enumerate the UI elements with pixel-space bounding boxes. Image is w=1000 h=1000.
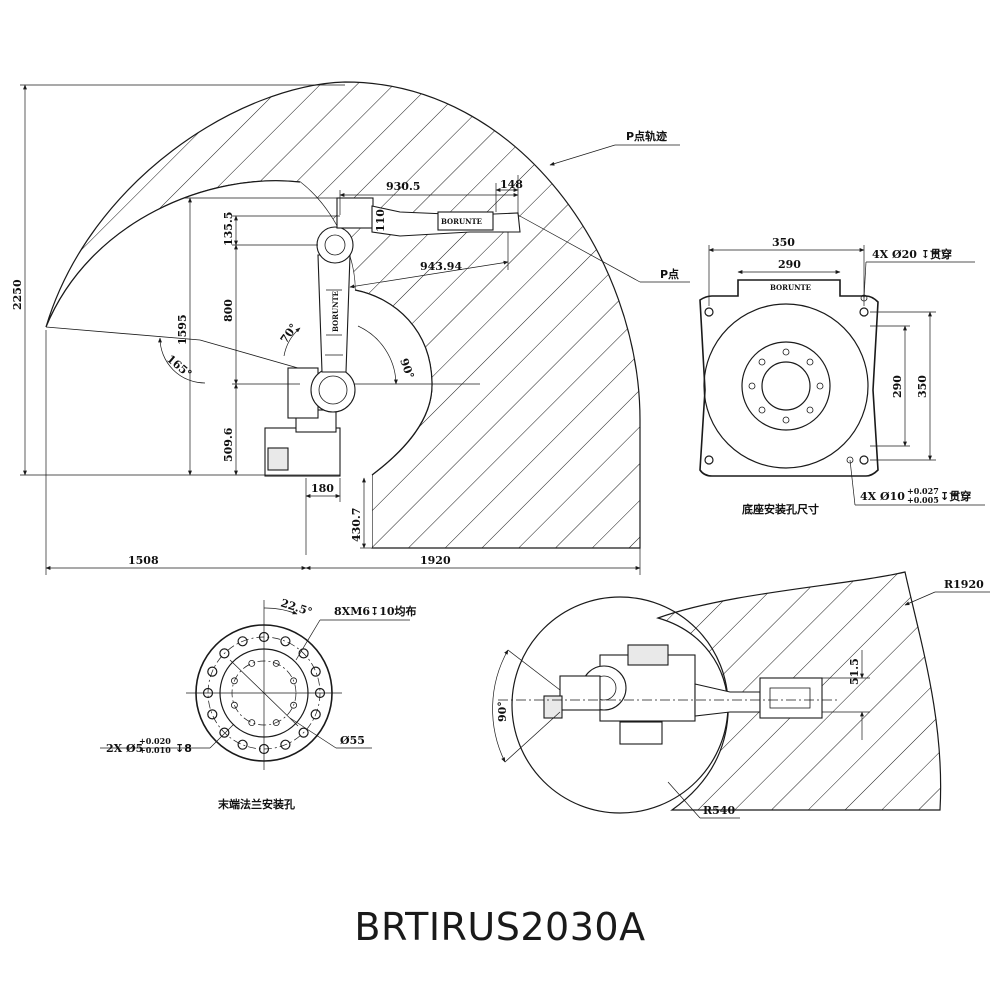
base-inner-width: 290 (778, 258, 801, 271)
model-title: BRTIRUS2030A (354, 905, 646, 949)
base-bolt-circle (748, 348, 824, 424)
base-holes-bottom: 4X Ø10 (860, 490, 905, 503)
flange-diameter: Ø55 (340, 734, 365, 747)
flange-outer-hole (237, 739, 248, 750)
top-inner-radius: R540 (703, 804, 735, 817)
p-trajectory-label: P点轨迹 (626, 129, 667, 143)
base-caption: 底座安装孔尺寸 (742, 502, 819, 516)
base-brand-label: BORUNTE (770, 283, 811, 292)
flange-thread-hole (290, 701, 298, 709)
dim-wrist-small: 110 (374, 209, 387, 232)
dim-arm-length: 800 (222, 299, 235, 322)
side-view: BORUNTE BORUNTE 2250 1595 800 135.5 509.… (11, 81, 690, 575)
flange-outer-hole (310, 709, 321, 720)
flange-outer-hole (219, 727, 230, 738)
dim-upper-offset: 135.5 (222, 212, 235, 246)
flange-outer-hole (280, 636, 291, 647)
dim-reach-top: 930.5 (386, 180, 420, 193)
flange-outer-hole (219, 648, 230, 659)
flange-outer-hole (207, 666, 218, 677)
flange-outer-hole (280, 739, 291, 750)
flange-thread-hole (230, 677, 238, 685)
base-holes-tol-upper: +0.027 (907, 486, 939, 496)
dim-right-reach: 1920 (420, 554, 451, 567)
dim-below-base: 430.7 (350, 508, 363, 542)
flange-outer-hole (237, 636, 248, 647)
flange-caption: 末端法兰安装孔 (217, 797, 295, 811)
forearm-brand-label: BORUNTE (441, 217, 482, 226)
flange-thread-hole (248, 660, 256, 667)
base-outer-width: 350 (772, 236, 795, 249)
top-offset: 51.5 (848, 658, 861, 685)
robot-arm: BORUNTE BORUNTE (264, 197, 521, 477)
flange-thread-hole (230, 701, 238, 709)
flange-outer-hole (310, 666, 321, 677)
flange-pin-tol-lower: +0.010 (139, 745, 171, 755)
flange-outer-hole (207, 709, 218, 720)
flange-thread-hole (272, 660, 280, 667)
arm-brand-label: BORUNTE (331, 291, 340, 332)
dim-left-reach: 1508 (128, 554, 159, 567)
base-holes-tol-lower: +0.005 (907, 495, 939, 505)
dim-base-offset: 180 (311, 482, 334, 495)
flange-pins: 2X Ø5 (106, 742, 143, 755)
flange-view: 22.5° 8XM6↧10均布 2X Ø5 +0.020 +0.010 ↧8 Ø… (100, 596, 417, 811)
p-point-label: P点 (660, 267, 679, 281)
flange-thread-hole (248, 719, 256, 726)
dim-reach-diag: 943.94 (420, 260, 462, 273)
flange-angle: 22.5° (279, 596, 314, 618)
flange-inner-holes (230, 660, 298, 726)
base-inner-height: 290 (891, 375, 904, 398)
top-view: 51.5 90° R1920 R540 (492, 571, 990, 819)
base-holes-top: 4X Ø20 ↧贯穿 (872, 247, 952, 261)
flange-pin-depth: ↧8 (175, 742, 192, 755)
dim-total-height: 2250 (11, 279, 24, 310)
flange-outer-hole (298, 648, 309, 659)
flange-thread-hole (290, 677, 298, 685)
base-outer-height: 350 (916, 375, 929, 398)
dim-wrist-offset: 148 (500, 178, 523, 191)
top-outer-radius: R1920 (944, 578, 984, 591)
dim-shoulder-height: 1595 (176, 314, 189, 345)
base-mount-view: BORUNTE 350 290 350 290 4X Ø20 ↧贯穿 4X Ø1… (699, 236, 985, 516)
top-angle: 90° (496, 701, 509, 722)
dim-base-height: 509.6 (222, 427, 235, 462)
flange-outer-hole (298, 727, 309, 738)
flange-pin-tol-upper: +0.020 (139, 736, 171, 746)
base-holes-bottom-suffix: ↧贯穿 (940, 489, 971, 503)
flange-thread-hole (272, 719, 280, 726)
flange-threads: 8XM6↧10均布 (334, 604, 417, 618)
